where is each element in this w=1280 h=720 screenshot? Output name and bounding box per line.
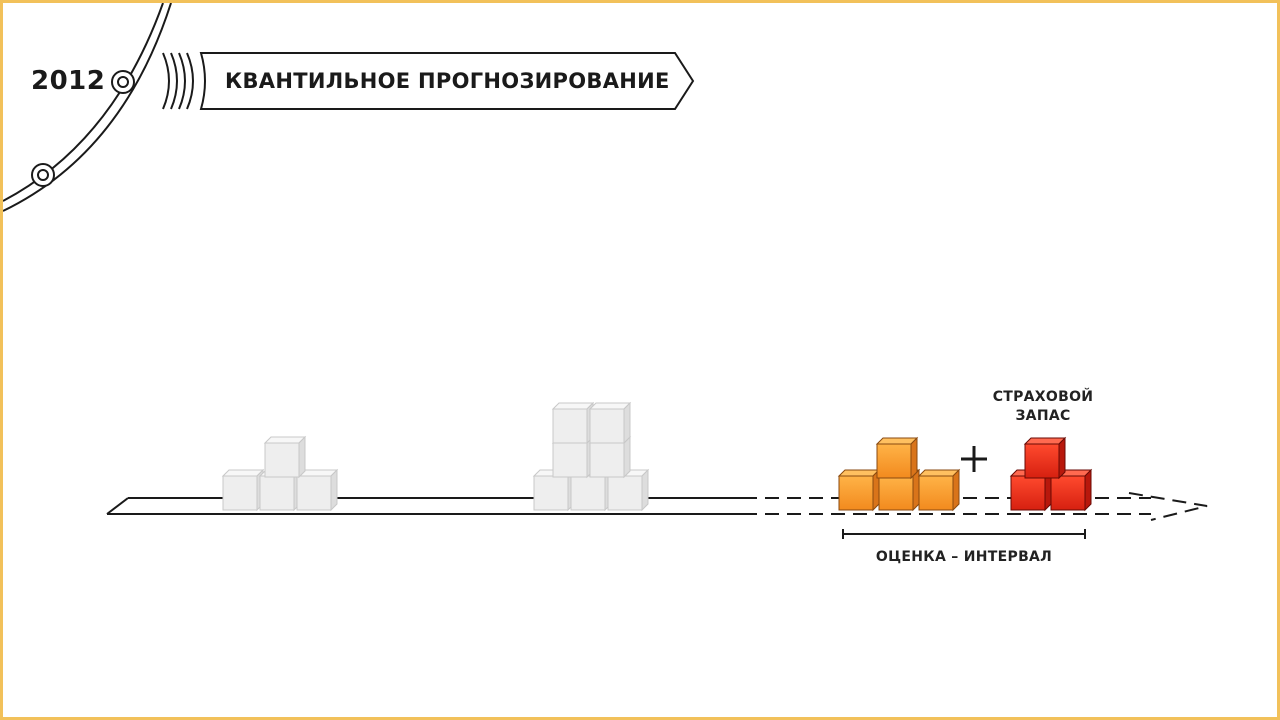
past-block <box>263 435 307 479</box>
forecast-block <box>837 468 881 512</box>
past-block <box>551 401 595 445</box>
forecast-block <box>917 468 961 512</box>
forecast-dashed-arrow <box>743 492 1208 521</box>
plus-sign-icon <box>961 446 987 472</box>
past-block <box>295 468 339 512</box>
safety-stock-block <box>1049 468 1093 512</box>
block-layer <box>221 401 1093 512</box>
interval-label: ОЦЕНКА – ИНТЕРВАЛ <box>875 549 1053 565</box>
diagram-canvas <box>3 3 1208 539</box>
chevrons-icon <box>162 52 194 110</box>
safety-stock-label: СТРАХОВОЙ ЗАПАС <box>973 388 1113 426</box>
safety-stock-block <box>1023 436 1067 480</box>
past-block <box>221 468 265 512</box>
forecast-block <box>875 436 919 480</box>
timeline-node-2012-icon <box>111 70 135 94</box>
timeline-arc <box>3 3 172 212</box>
safety-stock-label-line1: СТРАХОВОЙ <box>992 389 1094 405</box>
slide-title: КВАНТИЛЬНОЕ ПРОГНОЗИРОВАНИЕ <box>225 69 670 93</box>
past-block <box>588 401 632 445</box>
safety-stock-label-line2: ЗАПАС <box>1015 408 1071 424</box>
interval-bracket <box>842 529 1086 539</box>
title-banner <box>199 52 695 110</box>
timeline-node-icon <box>31 163 55 187</box>
timeline-year: 2012 <box>31 66 106 96</box>
